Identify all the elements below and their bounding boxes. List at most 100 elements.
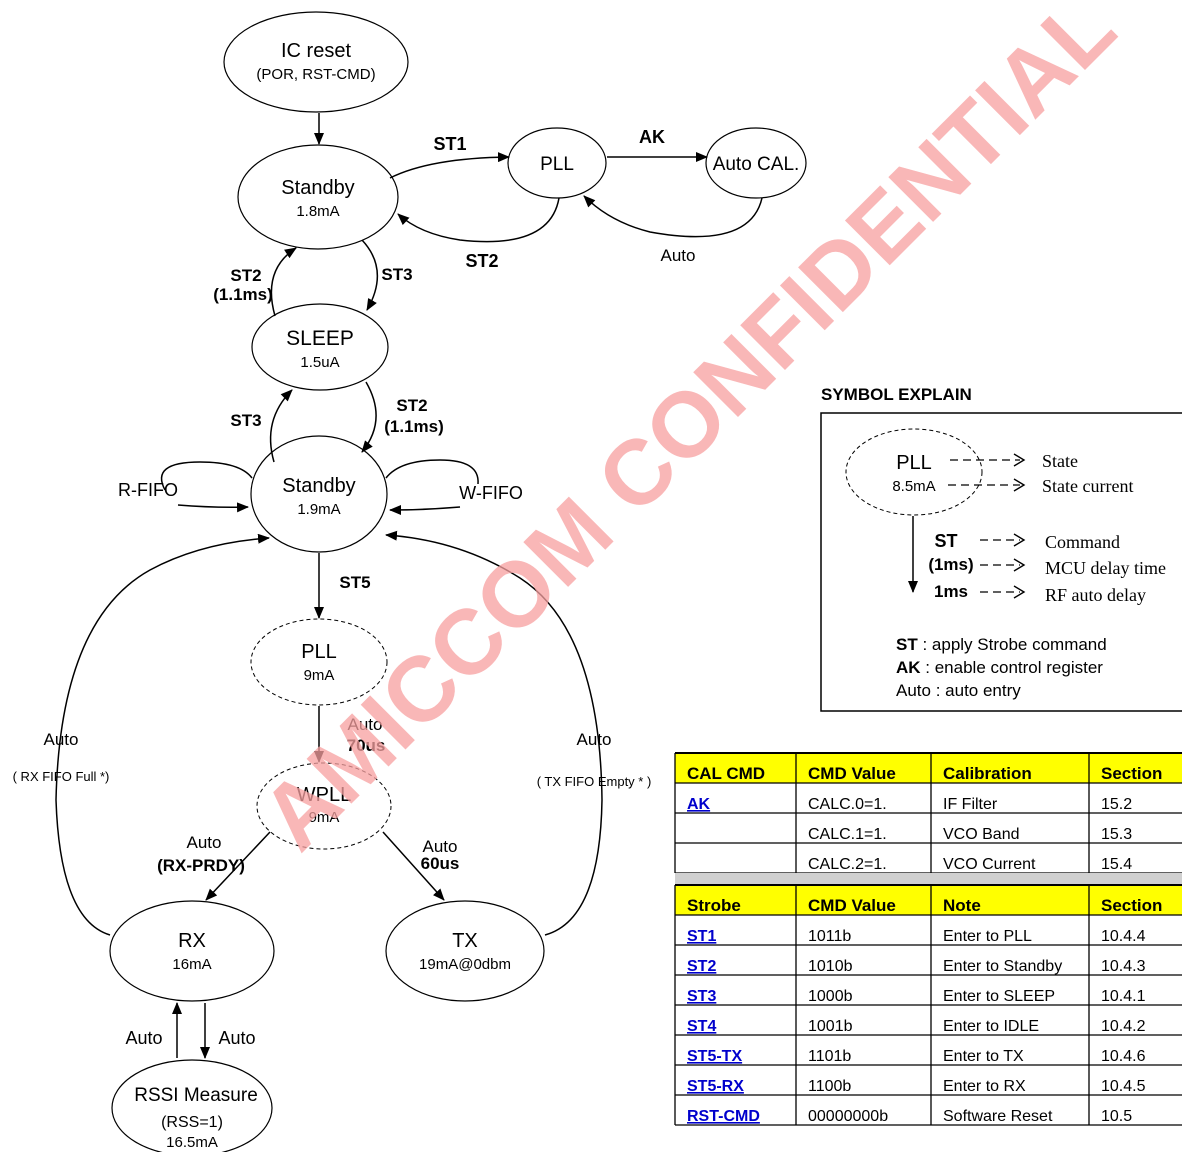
strobe-table-cell: Enter to RX (943, 1078, 1026, 1095)
label-st2-right: ST2 (396, 396, 427, 415)
arrow-wfifo-loop-top (385, 459, 479, 485)
cal-table-cell: IF Filter (943, 796, 998, 813)
cal-table-header-cell: CMD Value (808, 764, 896, 783)
pll-mid-title: PLL (301, 641, 337, 663)
tx-current: 19mA@0dbm (419, 956, 511, 973)
label-auto-right: Auto (577, 730, 612, 749)
state-pll-top: PLL (507, 127, 607, 199)
legend-state-label: State (1042, 451, 1078, 471)
label-auto-rx: Auto (187, 833, 222, 852)
state-rssi: RSSI Measure (RSS=1) 16.5mA (111, 1059, 273, 1152)
strobe-table-cell: ST5-TX (687, 1048, 742, 1065)
legend-note-ak-text: : enable control register (921, 658, 1104, 677)
label-tx-fifo-empty: ( TX FIFO Empty * ) (537, 774, 652, 789)
sleep-title: SLEEP (286, 327, 354, 350)
legend-mcu-symbol: (1ms) (928, 555, 973, 574)
label-auto-left: Auto (44, 730, 79, 749)
legend-note-ak: AK : enable control register (896, 658, 1103, 677)
cal-table-cell: VCO Band (943, 826, 1019, 843)
legend-note-auto: Auto : auto entry (896, 681, 1021, 700)
legend-state-current: 8.5mA (892, 478, 935, 495)
standby1-title: Standby (281, 177, 354, 199)
legend-note-auto-text: : auto entry (931, 681, 1021, 700)
cal-table-cell: CALC.2=1. (808, 856, 887, 873)
arrow-rfifo-loop-top (160, 461, 253, 491)
strobe-table-cell: Enter to TX (943, 1048, 1024, 1065)
legend-arrowhead (1013, 533, 1026, 547)
label-auto-rssi-up: Auto (125, 1028, 162, 1048)
pll-mid-current: 9mA (304, 667, 335, 684)
legend-cmd-symbol: ST (934, 531, 957, 551)
strobe-table-cell: 10.4.1 (1101, 988, 1146, 1005)
label-st2-right-delay: (1.1ms) (384, 417, 444, 436)
arrow-rfifo (177, 502, 249, 513)
legend-note-st: ST : apply Strobe command (896, 635, 1107, 654)
rssi-current: 16.5mA (166, 1134, 218, 1151)
legend-rf-symbol: 1ms (934, 582, 968, 601)
arrow-st1 (389, 152, 510, 179)
state-standby-1: Standby 1.8mA (237, 144, 399, 250)
tx-title: TX (452, 930, 478, 952)
state-wpll: WPLL 9mA (256, 762, 392, 850)
legend-state-name: PLL (896, 452, 932, 474)
strobe-table-cell: Enter to Standby (943, 958, 1062, 975)
table-divider (675, 873, 1182, 885)
standby2-current: 1.9mA (297, 501, 340, 518)
strobe-table-cell: RST-CMD (687, 1108, 760, 1125)
strobe-table-header-cell: Note (943, 896, 981, 915)
arrow-wfifo (389, 504, 461, 515)
cal-table-cell: CALC.1=1. (808, 826, 887, 843)
cal-table-cell: AK (687, 796, 711, 813)
auto-cal-title: Auto CAL. (713, 154, 800, 175)
label-rx-fifo-full: ( RX FIFO Full *) (13, 769, 110, 784)
strobe-table-cell: 10.5 (1101, 1108, 1132, 1125)
label-st5: ST5 (339, 573, 370, 592)
cal-table-header-cell: Calibration (943, 764, 1032, 783)
label-70us: 70us (347, 736, 386, 755)
legend-current-label: State current (1042, 476, 1133, 496)
strobe-table-cell: 10.4.3 (1101, 958, 1146, 975)
legend-state-ellipse (845, 428, 983, 516)
cal-table-cell: CALC.0=1. (808, 796, 887, 813)
confidential-watermark: AMICCOM CONFIDENTIAL (242, 0, 1134, 869)
rssi-title: RSSI Measure (134, 1085, 258, 1106)
strobe-table-header-cell: Section (1101, 896, 1162, 915)
state-pll-mid: PLL 9mA (250, 618, 388, 706)
legend-arrowhead (1013, 585, 1026, 599)
rssi-sub: (RSS=1) (161, 1114, 223, 1131)
cal-table-header-cell: Section (1101, 764, 1162, 783)
legend-title: SYMBOL EXPLAIN (821, 385, 972, 404)
label-auto-cal-back: Auto (661, 246, 696, 265)
strobe-table-cell: Enter to SLEEP (943, 988, 1055, 1005)
label-st1: ST1 (433, 134, 466, 154)
cal-table-header-fill (675, 753, 1182, 783)
strobe-table-cell: ST2 (687, 958, 716, 975)
rx-current: 16mA (172, 956, 211, 973)
legend-note-auto-key: Auto (896, 681, 931, 700)
strobe-table-cell: 1011b (808, 928, 851, 945)
legend-rf-label: RF auto delay (1045, 585, 1146, 605)
arrow-st2-sleep-to-standby-2 (361, 381, 377, 453)
label-st2-left: ST2 (230, 266, 261, 285)
strobe-table-header-fill (675, 885, 1182, 915)
label-ak: AK (639, 127, 665, 147)
state-sleep: SLEEP 1.5uA (251, 303, 389, 391)
state-ic-reset: IC reset (POR, RST-CMD) (223, 11, 409, 113)
legend-mcu-label: MCU delay time (1045, 558, 1166, 578)
label-st2-left-delay: (1.1ms) (213, 285, 273, 304)
strobe-table-cell: 1001b (808, 1018, 853, 1035)
legend-arrowhead (1013, 558, 1026, 572)
label-auto-70us: Auto (348, 715, 383, 734)
legend-note-st-key: ST (896, 635, 918, 654)
arrow-auto-tx-to-standby (385, 530, 603, 936)
state-rx: RX 16mA (109, 900, 275, 1002)
label-st3-left: ST3 (230, 411, 261, 430)
strobe-table-cell: Enter to IDLE (943, 1018, 1039, 1035)
symbol-legend: SYMBOL EXPLAIN PLL 8.5mA State State cur… (820, 385, 1182, 712)
legend-arrowhead (1013, 478, 1026, 492)
legend-box (820, 412, 1182, 712)
state-standby-2: Standby 1.9mA (250, 435, 388, 553)
strobe-table-cell: 10.4.5 (1101, 1078, 1146, 1095)
